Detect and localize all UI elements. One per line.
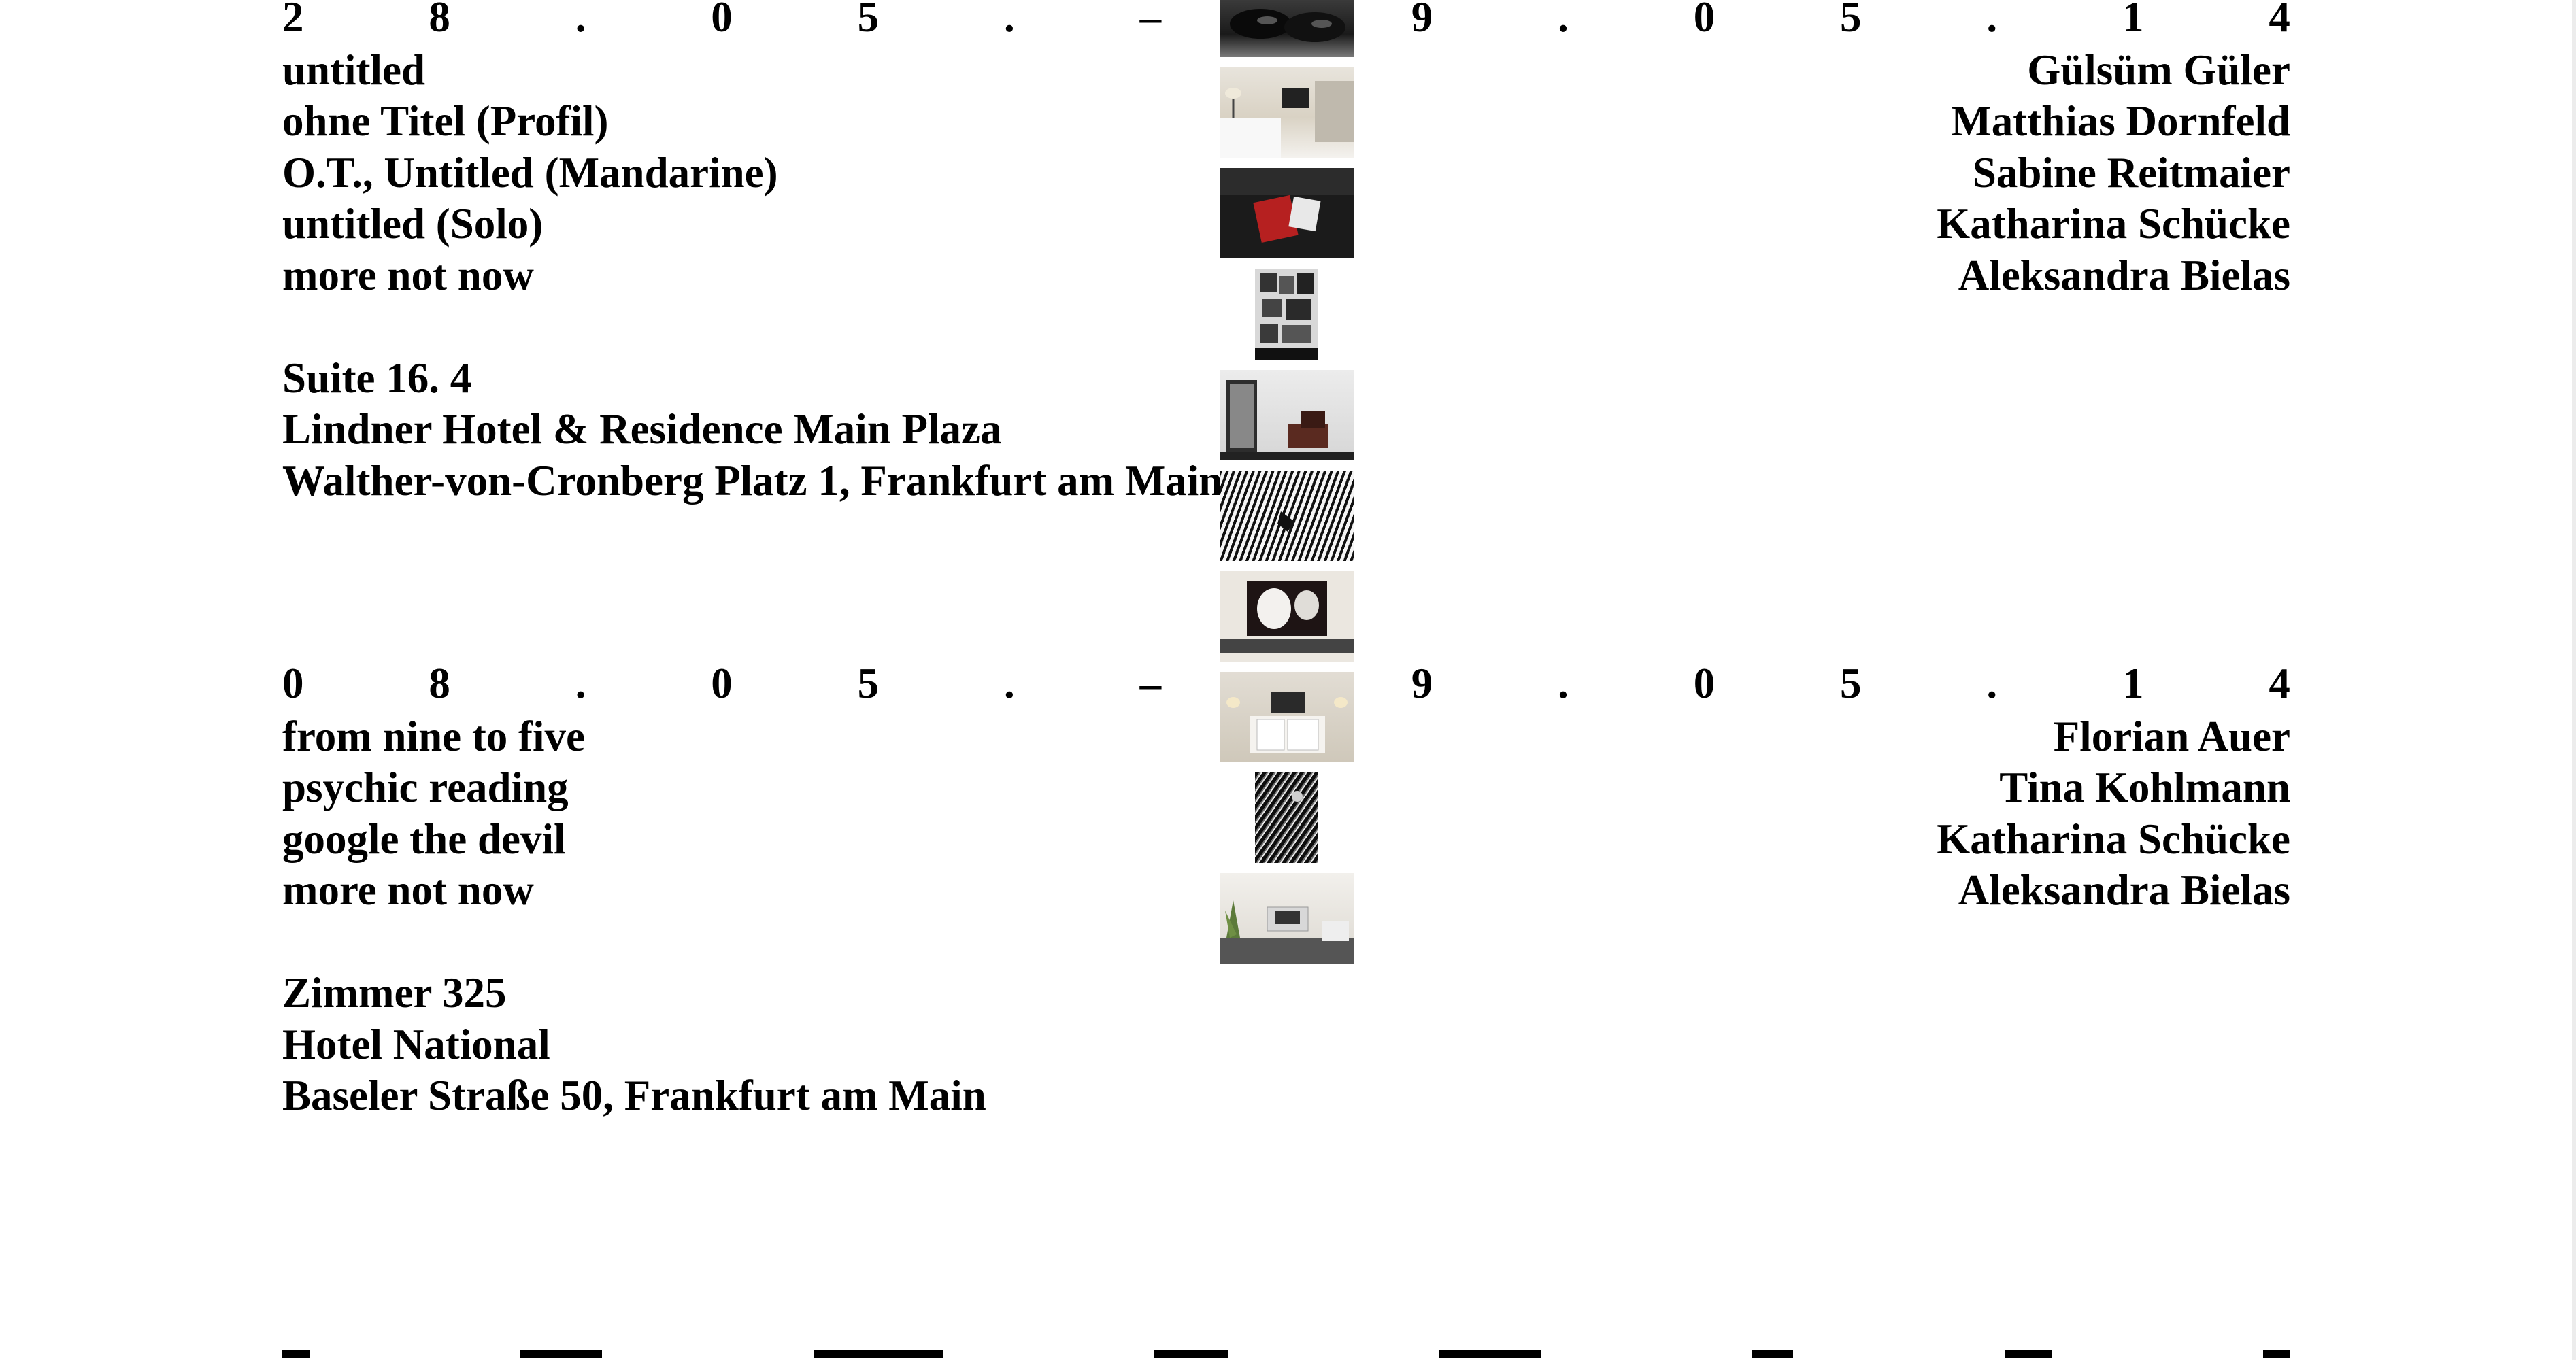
event-dates: 0 8 . 0 5 . – 9 . 0 5 . 1 4 — [282, 660, 2290, 711]
work-title: O.T., Untitled (Mandarine) — [282, 148, 778, 197]
bedroom-image — [1220, 81, 1354, 158]
date-char: – — [1139, 0, 1162, 41]
work-row: untitled (Solo) Katharina Schücke — [282, 199, 2290, 250]
work-row: more not now Aleksandra Bielas — [282, 250, 2290, 302]
date-char: . — [1558, 660, 1569, 707]
work-title: more not now — [282, 251, 534, 299]
thumb-black-shoes[interactable] — [1220, 0, 1354, 57]
date-char: 0 — [711, 660, 733, 707]
date-char: . — [1003, 0, 1015, 41]
date-char: 4 — [2269, 0, 2290, 41]
cut-glyph — [2004, 1350, 2052, 1358]
work-artist[interactable]: Sabine Reitmaier — [1972, 148, 2290, 197]
work-title: google the devil — [282, 815, 566, 863]
date-char: . — [1558, 0, 1569, 41]
shoes-image — [1230, 9, 1345, 42]
hotel-name[interactable]: Hotel National — [282, 1020, 550, 1068]
date-char: 9 — [1411, 660, 1433, 707]
work-row: more not now Aleksandra Bielas — [282, 865, 2290, 917]
work-title: from nine to five — [282, 712, 585, 760]
room-label: Zimmer 325 — [282, 969, 507, 1017]
work-row: google the devil Katharina Schücke — [282, 814, 2290, 866]
date-char: . — [1986, 0, 1998, 41]
room-art-image — [1220, 380, 1354, 460]
book-image — [1220, 168, 1354, 243]
date-char: . — [575, 660, 586, 707]
date-char: 5 — [857, 0, 880, 41]
thumb-striped-pattern[interactable] — [1220, 471, 1354, 561]
thumb-red-book-table[interactable] — [1220, 168, 1354, 258]
work-row: O.T., Untitled (Mandarine) Sabine Reitma… — [282, 148, 2290, 199]
date-char: – — [1139, 660, 1162, 707]
work-row: from nine to five Florian Auer — [282, 711, 2290, 763]
work-artist[interactable]: Gülsüm Güler — [2027, 46, 2290, 94]
thumb-abstract-painting[interactable] — [1220, 571, 1354, 662]
cut-glyph — [1153, 1350, 1228, 1358]
work-row: ohne Titel (Profil) Matthias Dornfeld — [282, 96, 2290, 148]
next-event-dates-cut — [282, 1350, 2290, 1360]
scrollbar-track[interactable] — [2572, 0, 2576, 1360]
date-char: 0 — [1693, 0, 1716, 41]
cut-glyph — [1439, 1350, 1542, 1358]
event-block-2: 0 8 . 0 5 . – 9 . 0 5 . 1 4 from nine to… — [282, 660, 2290, 1122]
date-char: 5 — [1840, 660, 1862, 707]
work-title: psychic reading — [282, 764, 569, 811]
collage-image — [1255, 273, 1318, 360]
work-artist[interactable]: Florian Auer — [2053, 712, 2290, 760]
date-char: . — [575, 0, 586, 41]
thumb-living-room[interactable] — [1220, 873, 1354, 964]
work-title: untitled (Solo) — [282, 200, 543, 248]
painting-image — [1220, 581, 1354, 653]
date-char: 8 — [429, 0, 450, 41]
striped-image — [1277, 511, 1294, 532]
date-char: 4 — [2269, 660, 2290, 707]
date-char: 1 — [2122, 660, 2144, 707]
work-artist[interactable]: Aleksandra Bielas — [1958, 251, 2290, 299]
date-char: 1 — [2122, 0, 2144, 41]
cut-glyph — [813, 1350, 943, 1358]
interior-image — [1226, 692, 1348, 753]
work-row: psychic reading Tina Kohlmann — [282, 762, 2290, 814]
date-char: 2 — [282, 0, 304, 41]
thumb-room-with-art[interactable] — [1220, 370, 1354, 460]
work-title: untitled — [282, 46, 426, 94]
cut-glyph — [282, 1350, 310, 1358]
room-label: Suite 16. 4 — [282, 354, 472, 402]
cut-glyph — [520, 1350, 603, 1358]
thumb-hotel-room-interior[interactable] — [1220, 672, 1354, 762]
date-char: 8 — [429, 660, 450, 707]
living-room-image — [1220, 900, 1354, 964]
work-artist[interactable]: Matthias Dornfeld — [1951, 97, 2290, 145]
event-block-1: 2 8 . 0 5 . – 9 . 0 5 . 1 4 untitled Gül… — [282, 0, 2290, 507]
thumb-hotel-bedroom[interactable] — [1220, 67, 1354, 158]
work-artist[interactable]: Aleksandra Bielas — [1958, 866, 2290, 914]
hotel-address: Walther-von-Cronberg Platz 1, Frankfurt … — [282, 456, 1223, 505]
date-char: 5 — [1840, 0, 1862, 41]
lines-image — [1292, 791, 1303, 802]
date-char: . — [1986, 660, 1998, 707]
work-row: untitled Gülsüm Güler — [282, 45, 2290, 97]
date-char: 0 — [1693, 660, 1716, 707]
cut-glyph — [1752, 1350, 1794, 1358]
date-char: 5 — [857, 660, 880, 707]
date-char: 0 — [711, 0, 733, 41]
date-char: . — [1003, 660, 1015, 707]
work-artist[interactable]: Katharina Schücke — [1937, 200, 2290, 248]
cut-glyph — [2262, 1350, 2290, 1358]
event-dates: 2 8 . 0 5 . – 9 . 0 5 . 1 4 — [282, 0, 2290, 45]
work-title: ohne Titel (Profil) — [282, 97, 609, 145]
work-artist[interactable]: Katharina Schücke — [1937, 815, 2290, 863]
thumb-grayscale-collage[interactable] — [1255, 269, 1318, 360]
work-artist[interactable]: Tina Kohlmann — [1999, 764, 2290, 811]
thumb-grayscale-lines[interactable] — [1255, 772, 1318, 863]
hotel-address: Baseler Straße 50, Frankfurt am Main — [282, 1072, 986, 1119]
hotel-name[interactable]: Lindner Hotel & Residence Main Plaza — [282, 405, 1002, 453]
date-char: 9 — [1411, 0, 1433, 41]
work-title: more not now — [282, 866, 534, 914]
date-char: 0 — [282, 660, 304, 707]
